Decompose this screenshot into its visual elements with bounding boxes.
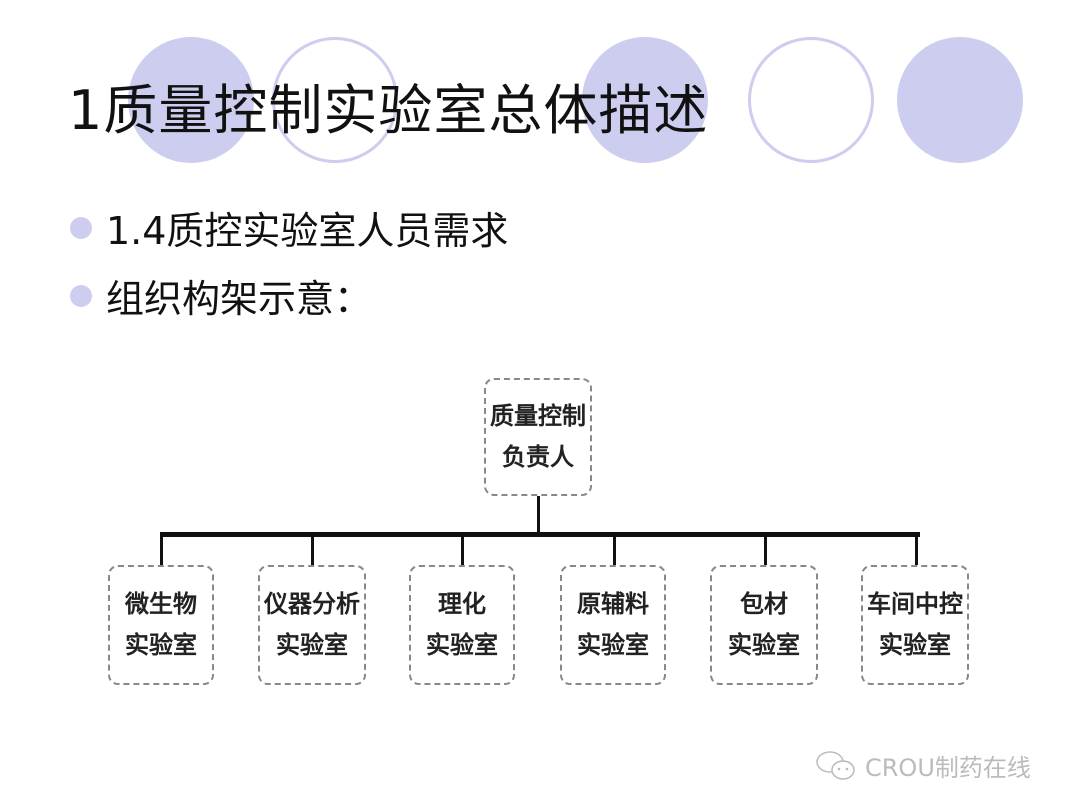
box-label: 实验室 bbox=[276, 631, 348, 659]
box-label: 车间中控 bbox=[867, 590, 963, 619]
org-root-box: 质量控制 负责人 bbox=[484, 378, 592, 496]
box-label: 实验室 bbox=[426, 631, 498, 659]
decor-circle bbox=[897, 37, 1023, 163]
bullet-text: 1.4质控实验室人员需求 bbox=[106, 209, 509, 253]
box-label: 实验室 bbox=[728, 631, 800, 659]
decor-circle bbox=[748, 37, 874, 163]
org-child-box: 理化 实验室 bbox=[409, 565, 515, 685]
connector-line bbox=[160, 532, 920, 537]
org-child-box: 仪器分析 实验室 bbox=[258, 565, 366, 685]
connector-line bbox=[764, 535, 767, 567]
box-label: 仪器分析 bbox=[264, 590, 360, 619]
connector-line bbox=[311, 535, 314, 567]
box-label: 实验室 bbox=[125, 631, 197, 659]
decor-circle bbox=[272, 37, 398, 163]
box-label: 实验室 bbox=[879, 631, 951, 659]
box-label: 包材 bbox=[740, 590, 788, 619]
org-child-box: 原辅料 实验室 bbox=[560, 565, 666, 685]
connector-line bbox=[461, 535, 464, 567]
box-label: 质量控制 bbox=[490, 402, 586, 431]
decor-circle bbox=[582, 37, 708, 163]
bullet-icon bbox=[70, 284, 92, 307]
org-child-box: 车间中控 实验室 bbox=[861, 565, 969, 685]
box-label: 理化 bbox=[438, 590, 486, 619]
connector-line bbox=[537, 495, 540, 535]
watermark: CROU制药在线 bbox=[815, 748, 1031, 783]
box-label: 微生物 bbox=[125, 590, 197, 619]
watermark-text: CROU制药在线 bbox=[865, 754, 1031, 782]
bullet-item: 组织构架示意： bbox=[70, 268, 372, 323]
bullet-item: 1.4质控实验室人员需求 bbox=[70, 200, 508, 255]
org-child-box: 微生物 实验室 bbox=[108, 565, 214, 685]
connector-line bbox=[160, 535, 163, 567]
org-child-box: 包材 实验室 bbox=[710, 565, 818, 685]
bullet-icon bbox=[70, 216, 92, 239]
decor-circle bbox=[128, 37, 254, 163]
connector-line bbox=[915, 535, 918, 567]
bullet-text: 组织构架示意： bbox=[106, 277, 373, 321]
box-label: 原辅料 bbox=[577, 590, 649, 619]
slide-title: 1质量控制实验室总体描述 bbox=[68, 79, 709, 142]
box-label: 负责人 bbox=[502, 443, 574, 471]
box-label: 实验室 bbox=[577, 631, 649, 659]
connector-line bbox=[613, 535, 616, 567]
wechat-icon bbox=[816, 750, 855, 780]
